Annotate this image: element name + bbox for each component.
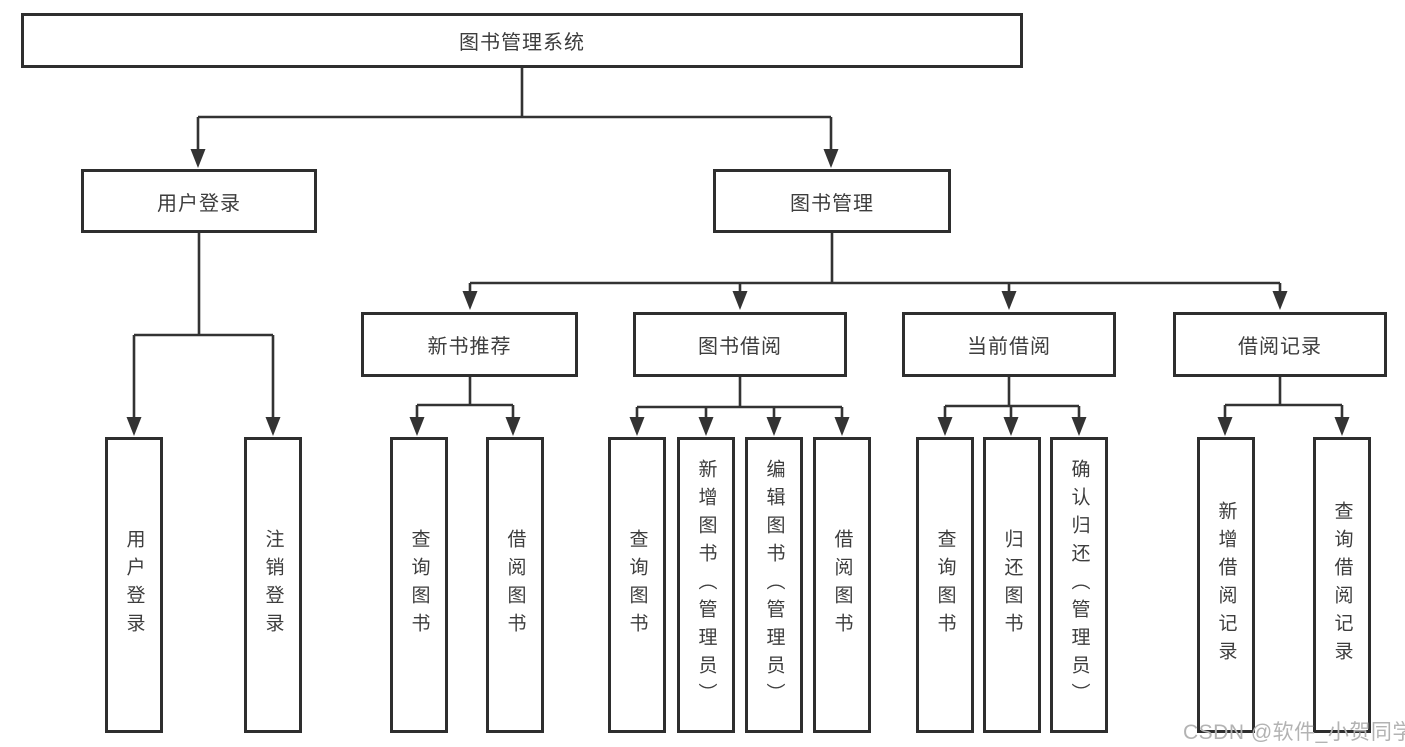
csdn-watermark: CSDN @软件_小贺同学 [1183, 721, 1405, 744]
leaf-return-books: 归还图书 [983, 437, 1041, 733]
leaf-query-books-current: 查询图书 [916, 437, 974, 733]
node-borrow-records: 借阅记录 [1173, 312, 1387, 377]
leaf-add-borrow-record: 新增借阅记录 [1197, 437, 1255, 733]
leaf-borrow-books: 借阅图书 [813, 437, 871, 733]
node-current-borrow: 当前借阅 [902, 312, 1116, 377]
leaf-borrow-books-recommend: 借阅图书 [486, 437, 544, 733]
leaf-edit-books-admin: 编辑图书（管理员） [745, 437, 803, 733]
leaf-user-login: 用户登录 [105, 437, 163, 733]
leaf-query-borrow-record: 查询借阅记录 [1313, 437, 1371, 733]
node-book-management: 图书管理 [713, 169, 951, 233]
node-book-borrow: 图书借阅 [633, 312, 847, 377]
leaf-logout: 注销登录 [244, 437, 302, 733]
leaf-add-books-admin: 新增图书（管理员） [677, 437, 735, 733]
leaf-query-books-recommend: 查询图书 [390, 437, 448, 733]
node-root-system: 图书管理系统 [21, 13, 1023, 68]
node-user-login: 用户登录 [81, 169, 317, 233]
leaf-confirm-return-admin: 确认归还（管理员） [1050, 437, 1108, 733]
node-new-book-recommend: 新书推荐 [361, 312, 578, 377]
leaf-query-books-borrow: 查询图书 [608, 437, 666, 733]
